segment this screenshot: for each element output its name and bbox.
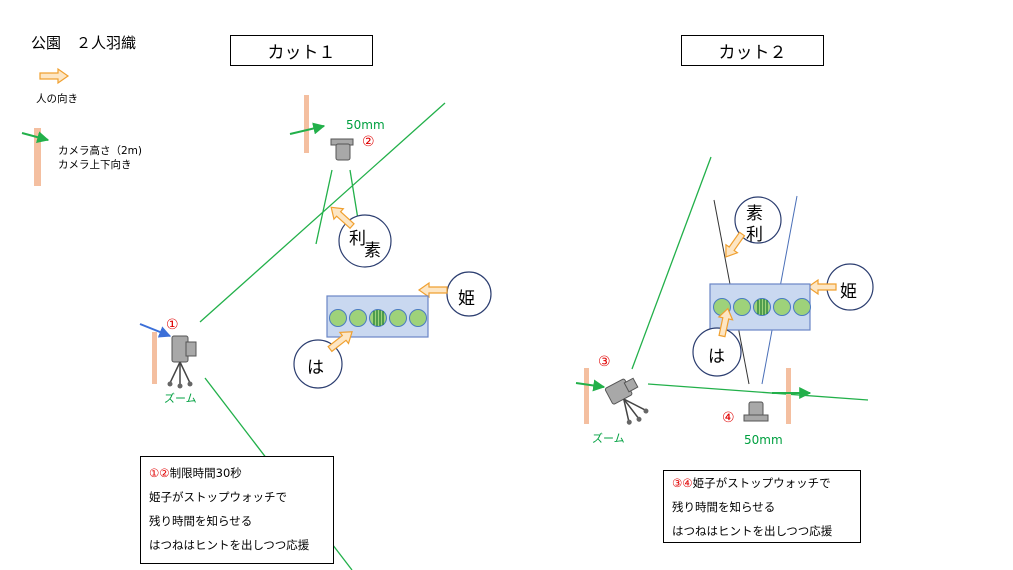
cut1-note-line-4: はつねはヒントを出しつつ応援 <box>149 538 310 552</box>
cam2-lens-label: 50mm <box>346 118 385 132</box>
person2-ha-char: は <box>708 347 725 367</box>
cam2-sightline-left <box>315 169 333 245</box>
cut1-note-line-3: 残り時間を知らせる <box>149 514 253 528</box>
person-rimoto-circle <box>338 214 392 268</box>
cut2-note-line-3: はつねはヒントを出しつつ応援 <box>672 524 833 538</box>
cam2-number: ② <box>362 134 375 150</box>
legend-camera-height-label: カメラ高さ（2m) <box>58 145 143 157</box>
cut2-label-box: カット２ <box>681 35 824 66</box>
cam3-sightline-lower <box>647 383 869 401</box>
person-ha-char: は <box>307 358 324 378</box>
person-hime-char: 姫 <box>458 289 475 309</box>
cut2-note-box: ③④姫子がストップウォッチで 残り時間を知らせる はつねはヒントを出しつつ応援 <box>663 470 861 543</box>
cam3-tilt-arrow-icon <box>575 379 606 392</box>
cam4-number: ④ <box>722 410 735 426</box>
person-hime-circle <box>446 271 492 317</box>
cut2-note-line-2: 残り時間を知らせる <box>672 500 776 514</box>
legend-person-direction-label: 人の向き <box>36 93 78 105</box>
legend-camera-tilt-label: カメラ上下向き <box>58 159 132 171</box>
hime-direction-arrow-icon <box>418 282 448 298</box>
person-ha-circle <box>293 339 343 389</box>
cam2-tilt-arrow-icon <box>289 122 326 135</box>
person-ri-char: 利 <box>349 229 366 249</box>
person2-ri-char: 利 <box>746 225 763 245</box>
camera4-icon <box>743 401 769 422</box>
person2-moto-char: 素 <box>746 204 763 224</box>
cam1-number: ① <box>166 317 179 333</box>
camera2-icon <box>330 138 354 161</box>
cam3-number: ③ <box>598 354 611 370</box>
cut1-note-line-1: ①②制限時間30秒 <box>149 466 242 480</box>
legend-height-bar-icon <box>34 128 41 186</box>
legend-tilt-arrow-icon <box>21 131 50 143</box>
cam1-height-bar <box>152 332 157 384</box>
person-ha2-circle <box>692 327 742 377</box>
cam4-lens-label: 50mm <box>744 433 783 447</box>
person2-hime-char: 姫 <box>840 282 857 302</box>
balls-cut1 <box>329 309 427 327</box>
camera3-icon <box>604 377 649 425</box>
cut1-note-box: ①②制限時間30秒 姫子がストップウォッチで 残り時間を知らせる はつねはヒント… <box>140 456 334 564</box>
balls-cut2 <box>713 298 811 316</box>
cut1-label-box: カット１ <box>230 35 373 66</box>
cut1-note-line-2: 姫子がストップウォッチで <box>149 490 287 504</box>
camera1-icon <box>167 335 197 389</box>
person-motori-circle <box>734 196 782 244</box>
cam3-sightline-upper <box>631 156 712 370</box>
cam3-note: ズーム <box>592 432 625 445</box>
cam4-height-bar <box>786 368 791 424</box>
cam1-tilt-arrow-icon <box>139 323 172 338</box>
person-moto-char: 素 <box>364 241 381 261</box>
cut2-note-line-1: ③④姫子がストップウォッチで <box>672 476 831 490</box>
cam2-height-bar <box>304 95 309 153</box>
cam1-note: ズーム <box>164 392 197 405</box>
page-title: 公園 ２人羽織 <box>31 34 137 52</box>
legend-person-arrow-icon <box>39 68 69 84</box>
cam3-height-bar <box>584 368 589 424</box>
